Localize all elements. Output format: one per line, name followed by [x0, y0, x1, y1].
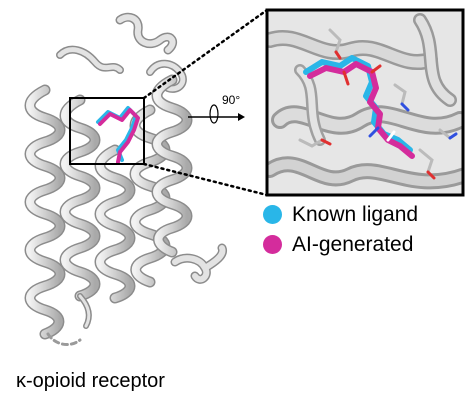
zoom-connector-bottom — [142, 162, 269, 197]
protein-ribbon — [24, 12, 227, 347]
helix-5 — [151, 74, 193, 258]
rotation-icon — [188, 104, 245, 124]
helix-2 — [59, 94, 101, 302]
ai-generated-legend-label: AI-generated — [292, 233, 414, 256]
receptor-caption: κ-opioid receptor — [16, 370, 165, 392]
zoom-region-box — [69, 97, 145, 165]
known-ligand-legend-label: Known ligand — [292, 203, 419, 226]
zoom-inset-frame — [265, 8, 465, 197]
helix-3 — [94, 144, 136, 304]
helix-1 — [24, 84, 66, 340]
overview-ligands — [96, 106, 140, 164]
rotation-angle-label: 90° — [222, 93, 241, 107]
known-ligand-legend-swatch — [263, 205, 282, 224]
zoom-inset — [267, 10, 463, 195]
ai-ligand-zoom — [307, 61, 415, 159]
zoom-connector-top — [142, 8, 269, 100]
ai-generated-legend-swatch — [263, 235, 282, 254]
